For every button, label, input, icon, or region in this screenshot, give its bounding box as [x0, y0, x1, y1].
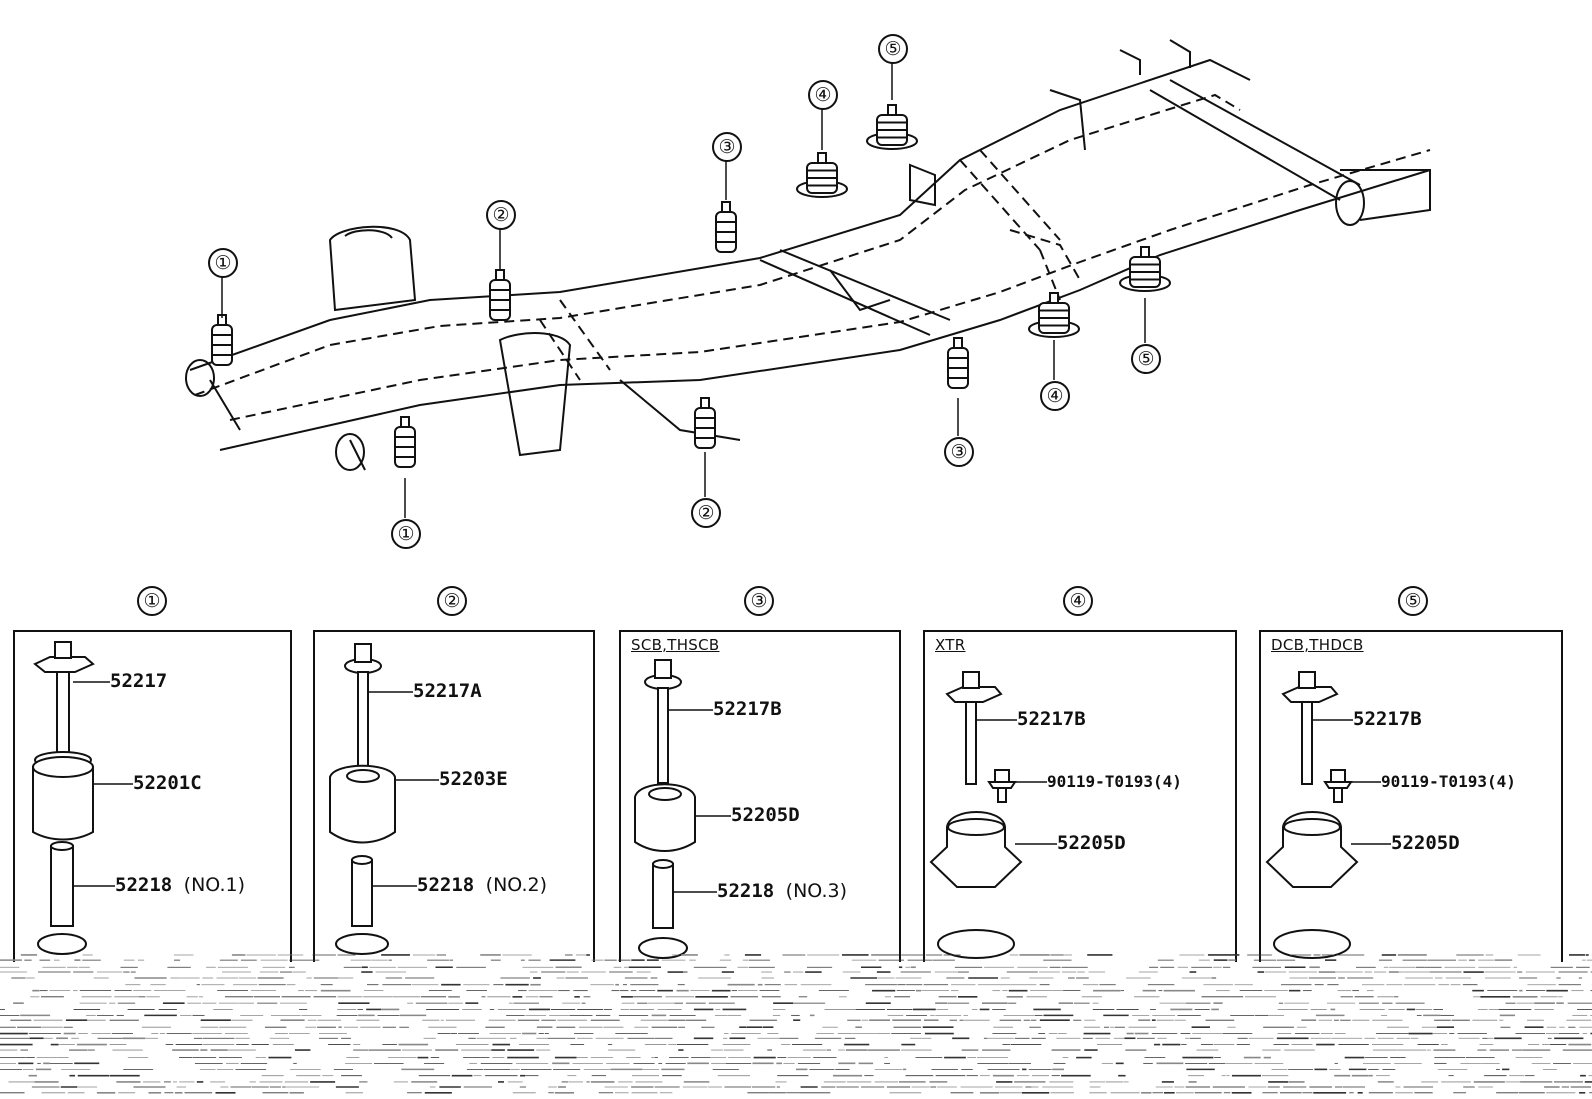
callout-5b: ⑤ — [1131, 344, 1161, 374]
body-mount — [1119, 246, 1171, 292]
callout-3a: ③ — [712, 132, 742, 162]
panel-3-number: ③ — [744, 586, 774, 616]
body-mount — [947, 337, 969, 389]
callout-4b: ④ — [1040, 381, 1070, 411]
callout-2b: ② — [691, 498, 721, 528]
panel-2-number: ② — [437, 586, 467, 616]
part-label: 90119-T0193(4) — [1381, 772, 1516, 791]
callout-4a: ④ — [808, 80, 838, 110]
body-mount — [694, 397, 716, 449]
panel-2-parts-drawing — [329, 643, 439, 955]
panel-3: SCB,THSCB 52217B 52205D 52218 (NO.3) — [619, 630, 901, 962]
body-mount — [489, 269, 511, 321]
panel-4: XTR 52217B 90119-T0193(4) 52205D — [923, 630, 1237, 962]
panel-2: 52217A 52203E 52218 (NO.2) — [313, 630, 595, 962]
body-mount — [394, 416, 416, 468]
part-label: 52201C — [133, 772, 202, 794]
callout-2a: ② — [486, 200, 516, 230]
panel-5-parts-drawing — [1265, 671, 1391, 959]
panel-5: DCB,THDCB 52217B 90119-T0193(4) 52205D — [1259, 630, 1563, 962]
panel-5-number: ⑤ — [1398, 586, 1428, 616]
part-label: 52205D — [731, 804, 800, 826]
part-label: 90119-T0193(4) — [1047, 772, 1182, 791]
panel-4-number: ④ — [1063, 586, 1093, 616]
panel-3-parts-drawing — [634, 659, 731, 959]
callout-5a: ⑤ — [878, 34, 908, 64]
variant-label: DCB,THDCB — [1271, 636, 1364, 654]
part-label: 52217B — [1017, 708, 1086, 730]
callout-1a: ① — [208, 248, 238, 278]
chassis-frame-drawing — [185, 39, 1431, 518]
part-label: 52217 — [110, 670, 168, 692]
panel-4-parts-drawing — [929, 671, 1057, 959]
panel-1-parts-drawing — [32, 641, 133, 955]
part-label: 52218 (NO.1) — [115, 874, 246, 896]
body-mount — [211, 314, 233, 366]
part-label: 52218 (NO.2) — [417, 874, 548, 896]
scan-noise-band — [0, 954, 1592, 1094]
callout-3b: ③ — [944, 437, 974, 467]
variant-label: SCB,THSCB — [631, 636, 720, 654]
part-label: 52205D — [1391, 832, 1460, 854]
body-mount — [715, 201, 737, 253]
body-mount — [866, 104, 918, 150]
part-label: 52217A — [413, 680, 482, 702]
part-label: 52203E — [439, 768, 508, 790]
body-mount — [1028, 292, 1080, 338]
part-label: 52217B — [713, 698, 782, 720]
part-label: 52205D — [1057, 832, 1126, 854]
part-label: 52217B — [1353, 708, 1422, 730]
part-label: 52218 (NO.3) — [717, 880, 848, 902]
panel-1-number: ① — [137, 586, 167, 616]
panel-1: 52217 52201C 52218 (NO.1) — [13, 630, 292, 962]
variant-label: XTR — [935, 636, 966, 654]
callout-1b: ① — [391, 519, 421, 549]
body-mount — [796, 152, 848, 198]
